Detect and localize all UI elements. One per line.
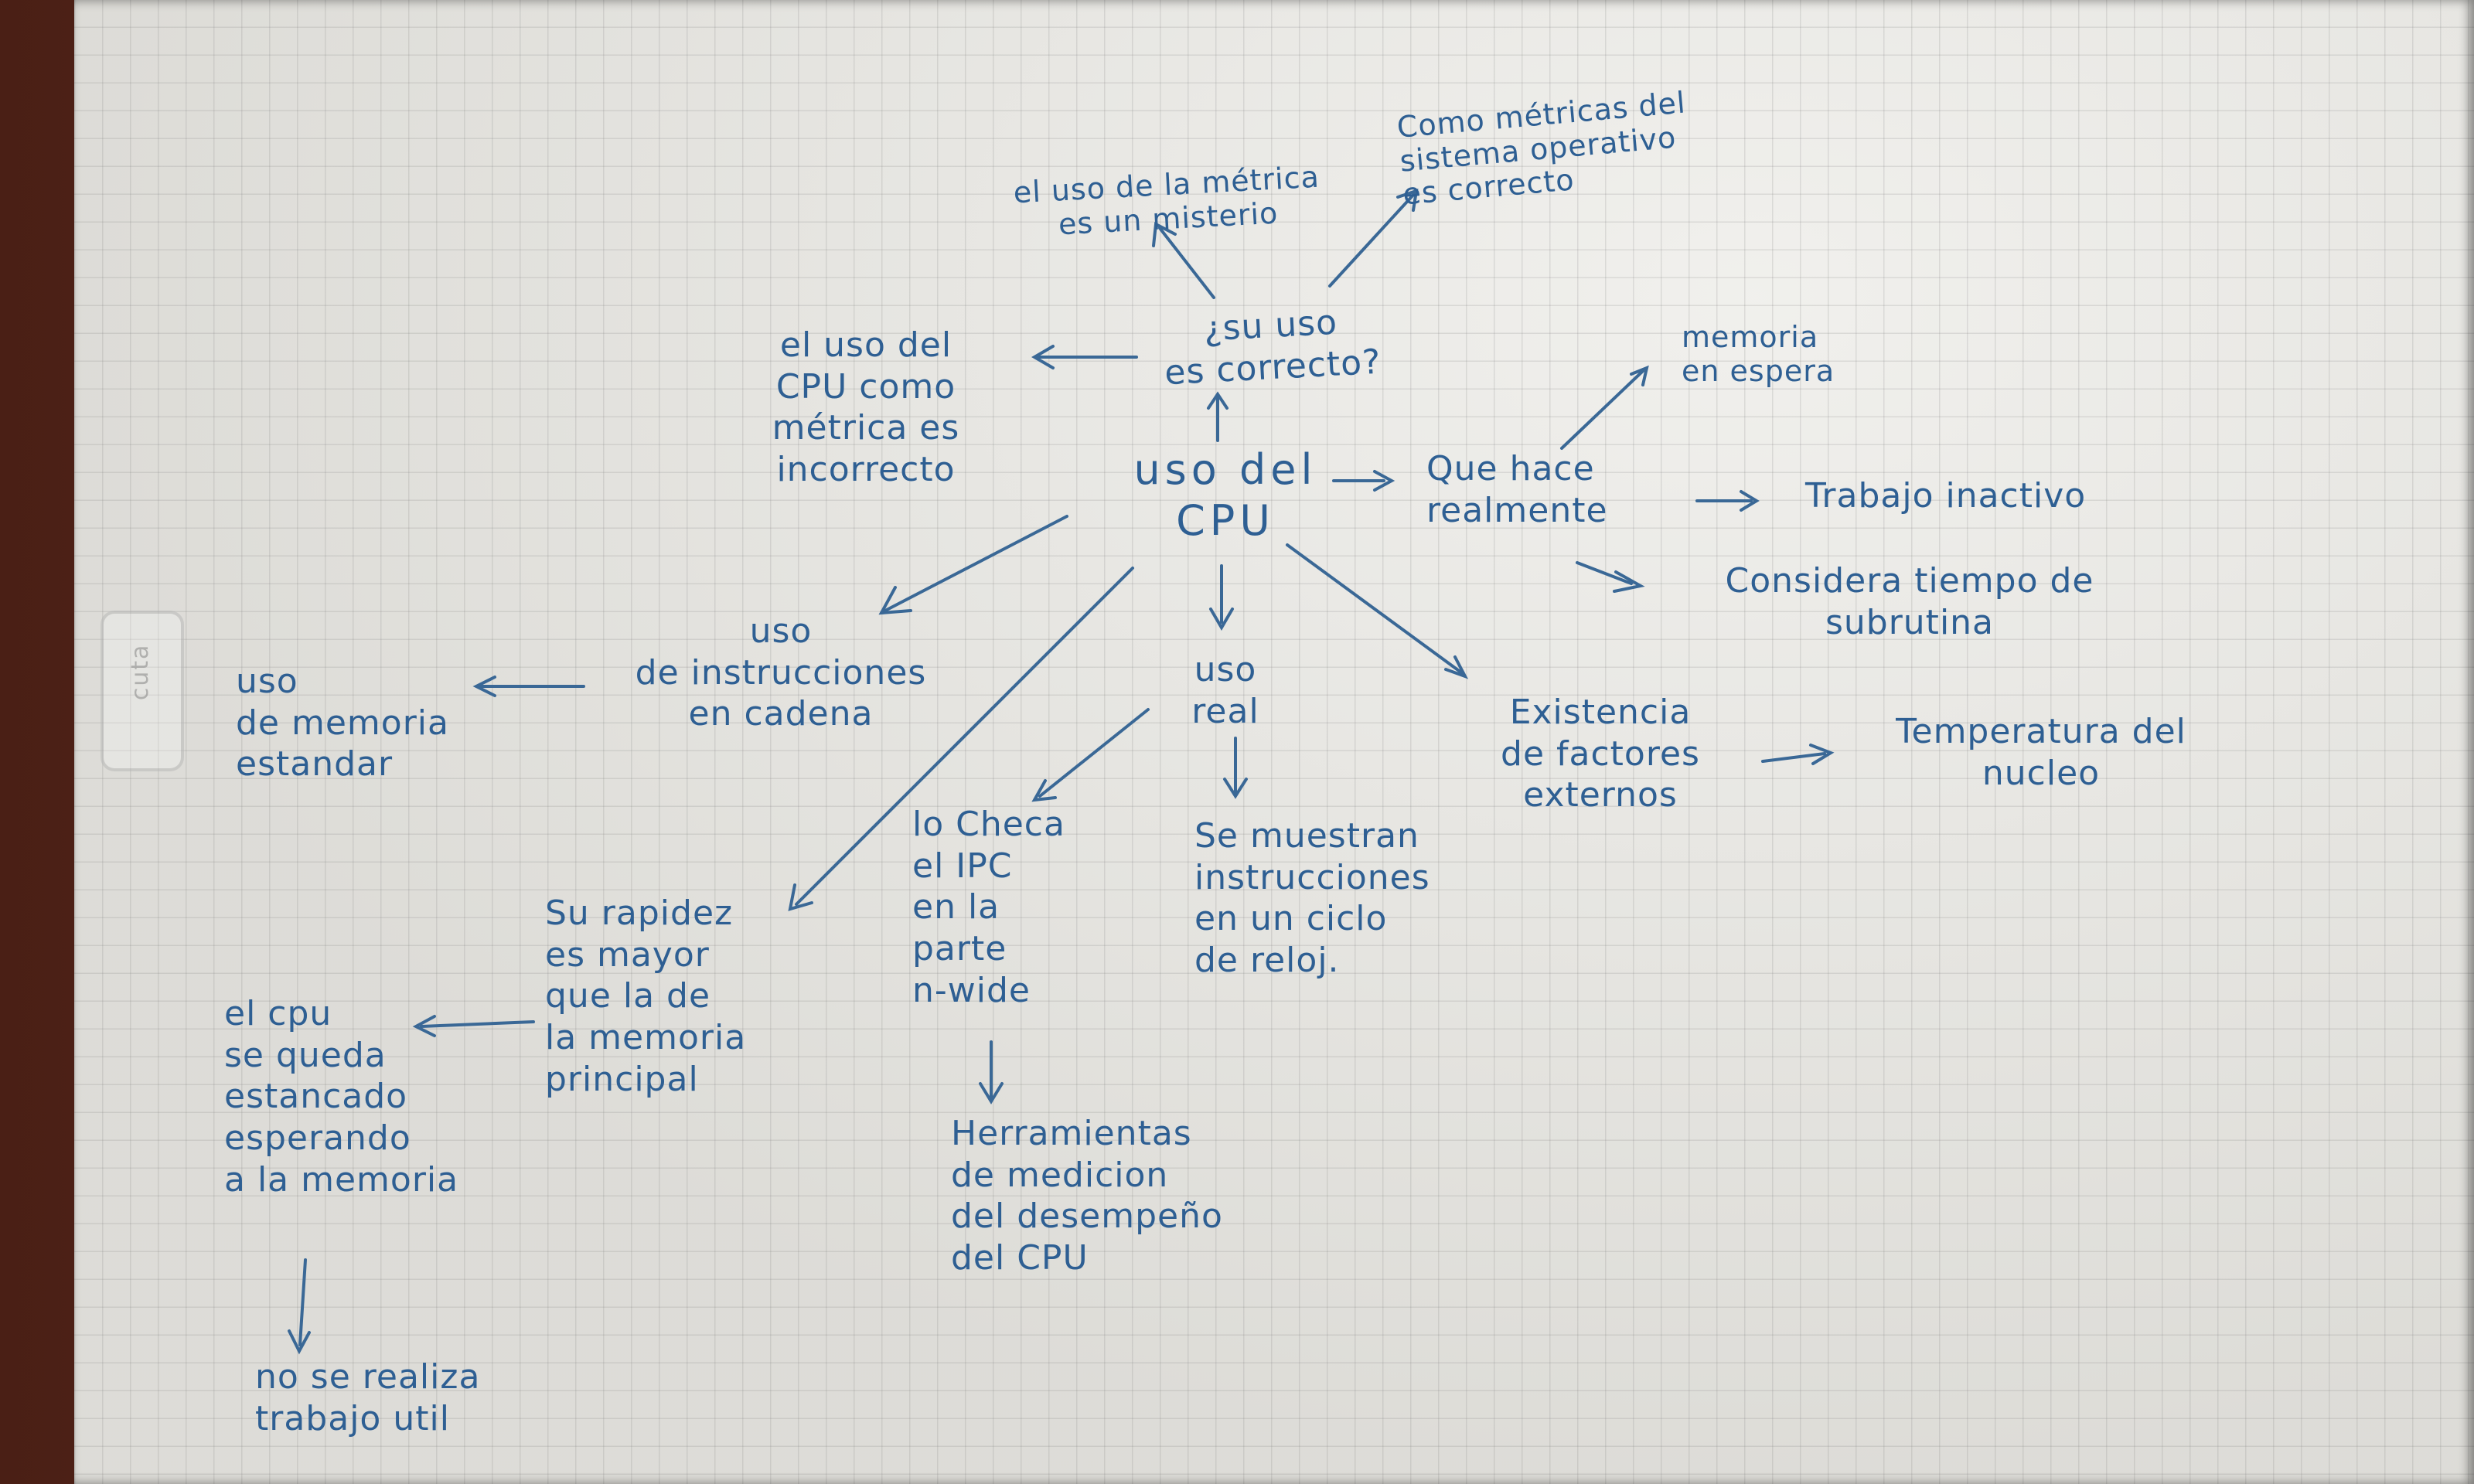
node-su-uso-es-correcto: ¿su uso es correcto? bbox=[1164, 302, 1382, 393]
node-temperatura-nucleo: Temperatura del nucleo bbox=[1896, 712, 2186, 793]
node-memoria-estandar: uso de memoria estandar bbox=[236, 662, 449, 785]
node-memoria-en-espera: memoria en espera bbox=[1682, 320, 1835, 388]
node-rapidez-memoria: Su rapidez es mayor que la de la memoria… bbox=[545, 893, 747, 1099]
grid-paper-sheet bbox=[74, 0, 2474, 1484]
eraser-stamp: ɐʇnɔ bbox=[101, 611, 184, 771]
node-cpu-estancado: el cpu se queda estancado esperando a la… bbox=[224, 994, 459, 1200]
node-que-hace-realmente: Que hace realmente bbox=[1426, 449, 1608, 530]
node-uso-del-cpu: uso del CPU bbox=[1133, 445, 1317, 545]
node-trabajo-util: no se realiza trabajo util bbox=[255, 1357, 481, 1438]
node-uso-real: uso real bbox=[1191, 650, 1259, 731]
node-instrucciones-ciclo-reloj: Se muestran instrucciones en un ciclo de… bbox=[1194, 816, 1430, 981]
node-tiempo-subrutina: Considera tiempo de subrutina bbox=[1725, 561, 2094, 642]
node-instrucciones-en-cadena: uso de instrucciones en cadena bbox=[635, 611, 927, 734]
node-checa-ipc: lo Checa el IPC en la parte n-wide bbox=[912, 805, 1065, 1010]
node-herramientas-medicion: Herramientas de medicion del desempeño d… bbox=[951, 1114, 1223, 1278]
node-metrica-incorrecto: el uso del CPU como métrica es incorrect… bbox=[772, 325, 960, 490]
node-trabajo-inactivo: Trabajo inactivo bbox=[1805, 476, 2087, 516]
node-factores-externos: Existencia de factores externos bbox=[1501, 693, 1700, 815]
